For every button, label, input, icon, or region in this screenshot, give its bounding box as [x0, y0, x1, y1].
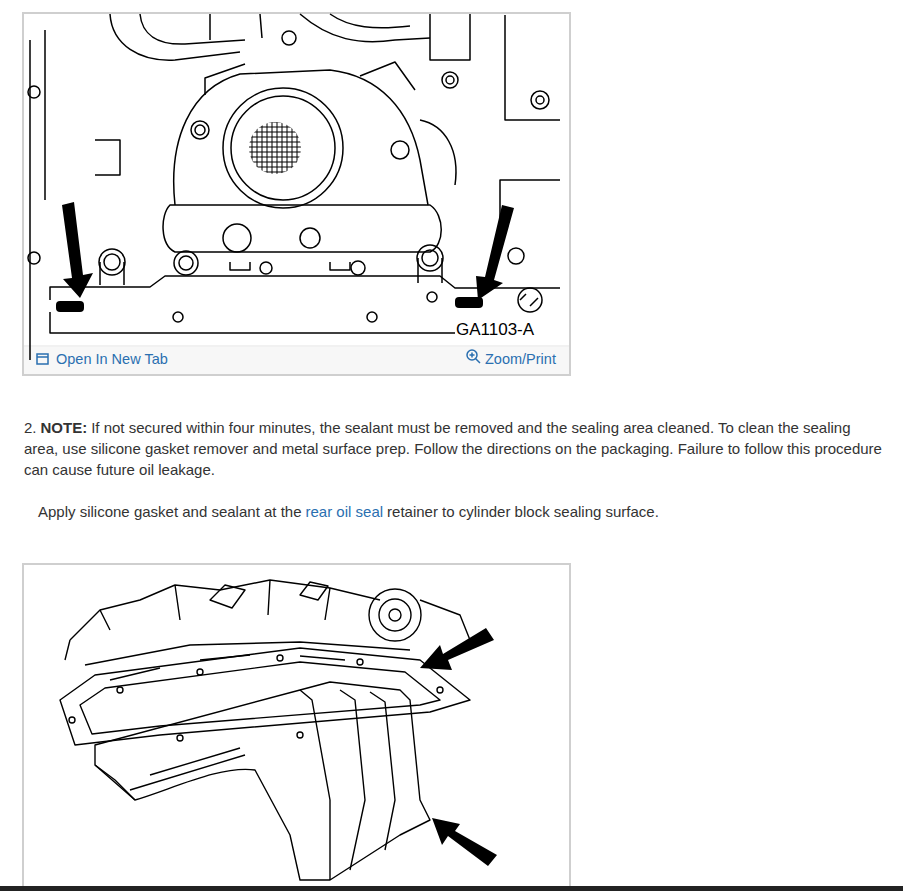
link-text: Open In New Tab — [56, 351, 168, 367]
instruction-text: retainer to cylinder block sealing surfa… — [387, 503, 659, 520]
link-text: rear oil seal — [306, 503, 384, 520]
figure-code: GA1103-A — [456, 320, 534, 340]
link-text: Zoom/Print — [485, 351, 556, 367]
paragraph: 2.NOTE:If not secured within four minute… — [24, 417, 886, 480]
note-text: If not secured within four minutes, the … — [24, 419, 882, 478]
instruction-text: Apply silicone gasket and sealant at the — [38, 503, 302, 520]
step-number: 2. — [24, 419, 37, 436]
paragraph: Apply silicone gasket and sealant at the… — [38, 501, 883, 522]
note-label: NOTE: — [41, 419, 88, 436]
